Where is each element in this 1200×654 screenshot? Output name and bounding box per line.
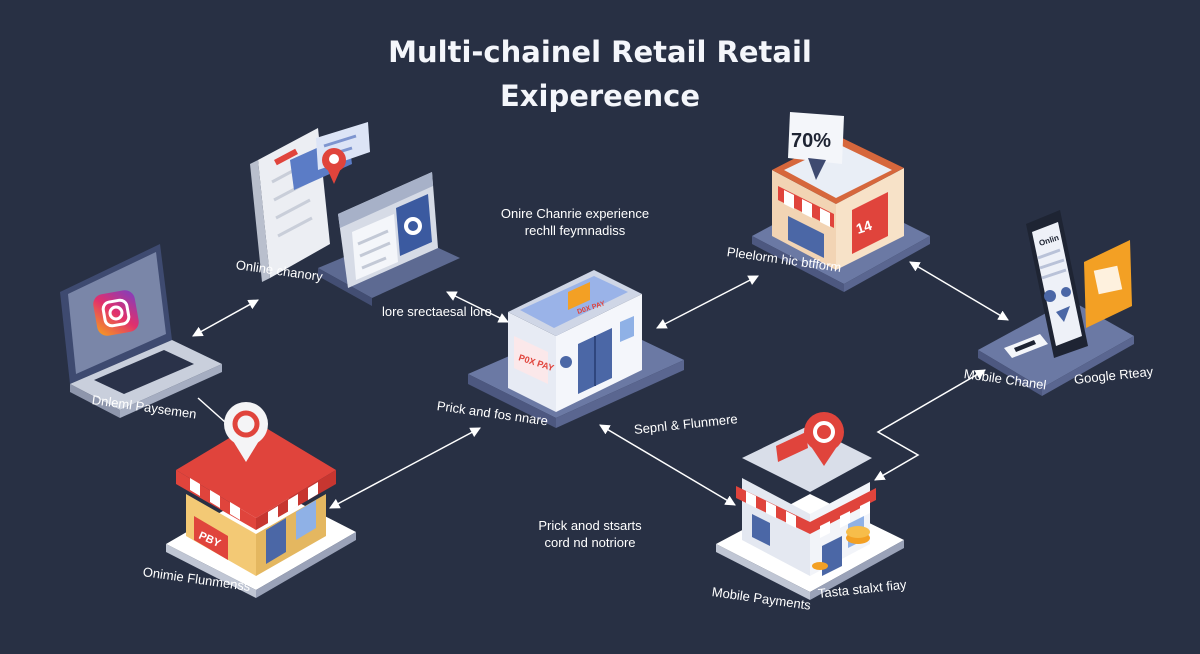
arrow-screen-to-center	[446, 291, 509, 323]
mobile-shop-illustration	[716, 412, 904, 600]
connector-arrows	[192, 261, 1009, 509]
fulfilment-shop-illustration	[166, 402, 356, 598]
arrow-center-to-store	[656, 275, 759, 329]
arrow-mobile-shop-to-phone	[874, 369, 986, 481]
diagram-title: Multi-chainel Retail Retail Exipereence	[300, 30, 900, 118]
online-channel-illustration	[250, 122, 460, 306]
label-store: lore srectaesal lore	[382, 304, 492, 319]
bottom-center-note-line-1: Prick anod stsarts	[538, 518, 642, 533]
arrow-store-to-phone	[909, 261, 1009, 321]
center-top-note-line-2: rechll feymnadiss	[524, 223, 626, 238]
arrow-center-to-mobile-shop	[599, 424, 736, 506]
arrow-online-to-laptop	[192, 299, 259, 337]
central-store-illustration	[468, 270, 684, 428]
laptop-illustration	[60, 244, 222, 418]
arrow-laptop-to-shop	[197, 397, 226, 423]
center-top-note: Onire Chanrie experience rechll feymnadi…	[470, 205, 680, 239]
mobile-phone-illustration	[978, 210, 1134, 396]
bottom-center-note: Prick anod stsarts cord nd notriore	[520, 517, 660, 551]
discount-tag-text: 70%	[791, 130, 831, 152]
center-top-note-line-1: Onire Chanrie experience	[500, 206, 650, 221]
title-line-2: Exipereence	[499, 79, 701, 113]
bottom-center-note-line-2: cord nd notriore	[544, 535, 636, 550]
title-line-1: Multi-chainel Retail Retail	[388, 35, 812, 69]
arrow-shop-to-center	[329, 427, 481, 509]
discount-store-illustration	[752, 112, 930, 292]
store-tag-text: 14	[854, 217, 874, 237]
